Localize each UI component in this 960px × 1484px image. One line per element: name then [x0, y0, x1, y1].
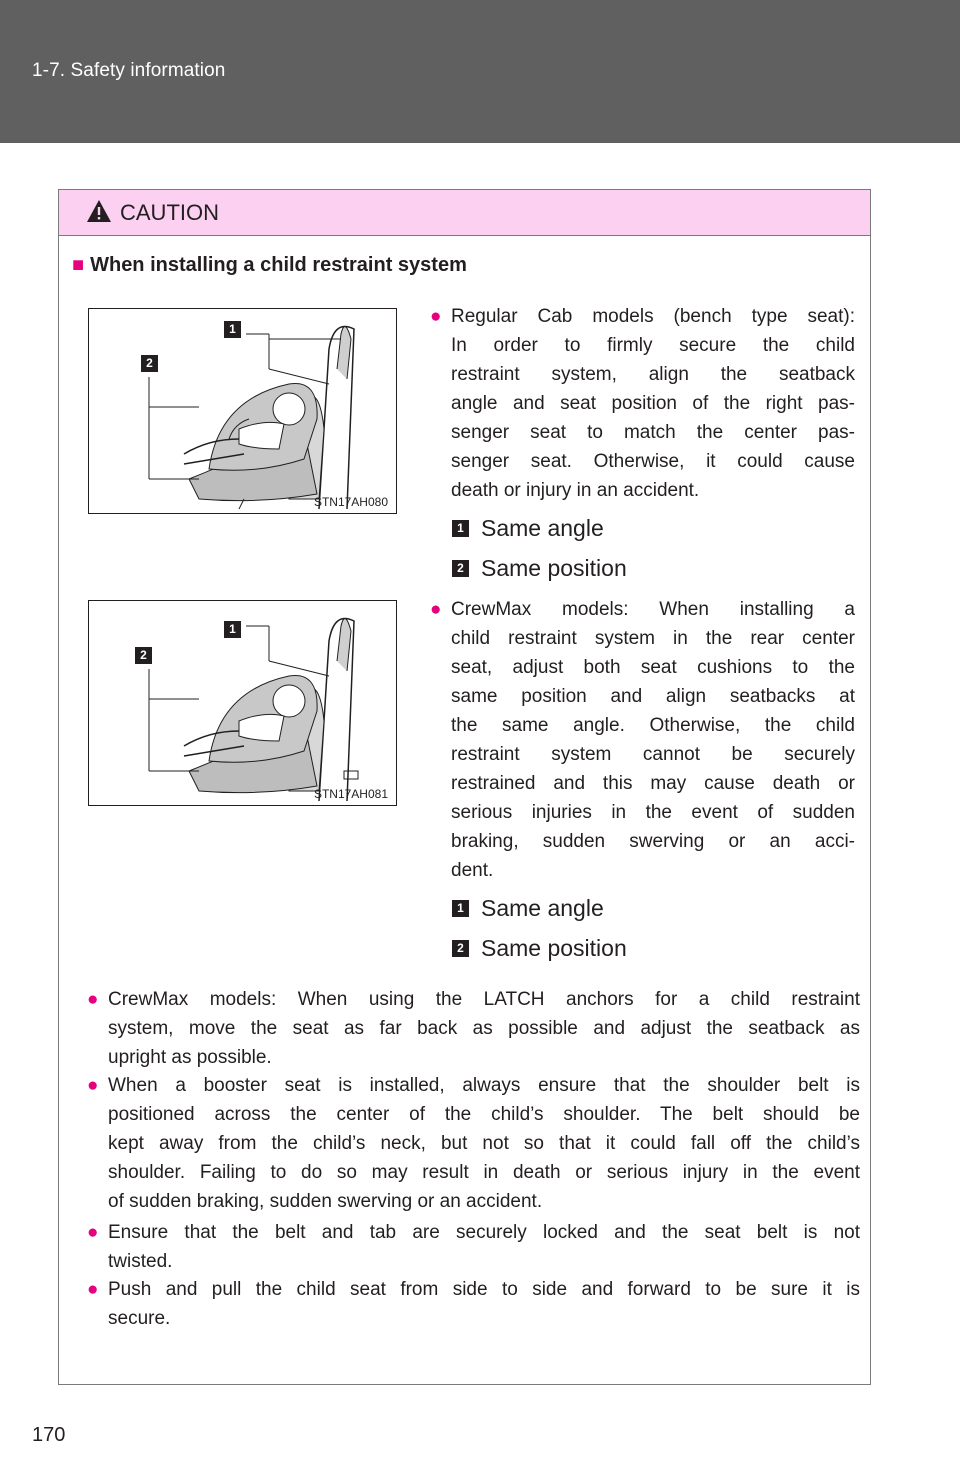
figure-crewmax: 1 2 STN17AH081 — [88, 600, 397, 806]
page-header: 1-7. Safety information — [0, 0, 960, 143]
text-line: When a booster seat is installed, always… — [108, 1075, 860, 1096]
text-line: Regular Cab models (bench type seat): — [451, 306, 855, 327]
bullet-dot-icon: ● — [87, 1279, 99, 1300]
square-marker-icon: ■ — [72, 254, 85, 276]
figure-code: STN17AH080 — [313, 495, 388, 509]
text-line: upright as possible. — [108, 1047, 272, 1068]
bullet-booster-seat: ● When a booster seat is installed, alwa… — [87, 1071, 860, 1216]
text-line: CrewMax models: When installing a — [451, 599, 855, 620]
caution-title: CAUTION — [120, 200, 219, 225]
text-line: the same angle. Otherwise, the child — [451, 715, 855, 736]
figure-badge-2: 2 — [135, 647, 152, 664]
text-line: restraint system, align the seatback — [451, 364, 855, 385]
figure-code: STN17AH081 — [313, 787, 388, 801]
text-line: dent. — [451, 860, 494, 881]
child-seat-illustration — [148, 617, 359, 802]
bullet-dot-icon: ● — [87, 989, 99, 1010]
text-line: CrewMax models: When using the LATCH anc… — [108, 989, 860, 1010]
text-line: restrained and this may cause death or — [451, 773, 855, 794]
text-line: restraint system cannot be securely — [451, 744, 855, 765]
section-heading: ■When installing a child restraint syste… — [72, 254, 467, 277]
text-line: positioned across the center of the chil… — [108, 1104, 860, 1125]
text-line: serious injuries in the event of sudden — [451, 802, 855, 823]
label-text: Same angle — [481, 895, 604, 921]
label-badge: 2 — [452, 560, 469, 577]
text-line: same position and align seatbacks at — [451, 686, 855, 707]
section-title: 1-7. Safety information — [32, 60, 226, 81]
label-text: Same position — [481, 555, 627, 581]
label-badge: 1 — [452, 520, 469, 537]
caution-box: CAUTION ■When installing a child restrai… — [58, 189, 871, 1385]
text-line: Ensure that the belt and tab are securel… — [108, 1222, 860, 1243]
figure-badge-1: 1 — [224, 321, 241, 338]
text-line: child restraint system in the rear cente… — [451, 628, 855, 649]
bullet-dot-icon: ● — [430, 599, 442, 620]
section-heading-text: When installing a child restraint system — [90, 254, 467, 276]
label-badge: 2 — [452, 940, 469, 957]
regular-cab-paragraph: ● Regular Cab models (bench type seat): … — [430, 302, 855, 505]
text-line: death or injury in an accident. — [451, 480, 700, 501]
label-badge: 1 — [452, 900, 469, 917]
page-number: 170 — [32, 1424, 66, 1446]
bullet-dot-icon: ● — [430, 306, 442, 327]
text-line: braking, sudden swerving or an acci- — [451, 831, 855, 852]
label-text: Same angle — [481, 515, 604, 541]
text-line: senger seat. Otherwise, it could cause — [451, 451, 855, 472]
text-line: In order to firmly secure the child — [451, 335, 855, 356]
figure-badge-1: 1 — [224, 621, 241, 638]
caution-header: CAUTION — [59, 190, 870, 236]
bullet-dot-icon: ● — [87, 1222, 99, 1243]
crewmax-paragraph: ● CrewMax models: When installing a chil… — [430, 595, 855, 885]
text-line: Push and pull the child seat from side t… — [108, 1279, 860, 1300]
text-line: kept away from the child’s neck, but not… — [108, 1133, 860, 1154]
figure-badge-2: 2 — [141, 355, 158, 372]
label-text: Same position — [481, 935, 627, 961]
bullet-belt-locked: ● Ensure that the belt and tab are secur… — [87, 1218, 860, 1276]
text-line: secure. — [108, 1308, 171, 1329]
text-line: system, move the seat as far back as pos… — [108, 1018, 860, 1039]
text-line: angle and seat position of the right pas… — [451, 393, 855, 414]
figure-regular-cab: 1 2 STN17AH080 — [88, 308, 397, 514]
text-line: shoulder. Failing to do so may result in… — [108, 1162, 860, 1183]
bullet-dot-icon: ● — [87, 1075, 99, 1096]
text-line: senger seat to match the center pas- — [451, 422, 855, 443]
warning-triangle-icon — [87, 200, 111, 222]
text-line: twisted. — [108, 1251, 173, 1272]
text-line: seat, adjust both seat cushions to the — [451, 657, 855, 678]
bullet-latch: ● CrewMax models: When using the LATCH a… — [87, 985, 860, 1072]
child-seat-illustration — [148, 325, 355, 510]
bullet-push-pull: ● Push and pull the child seat from side… — [87, 1275, 860, 1333]
text-line: of sudden braking, sudden swerving or an… — [108, 1191, 543, 1212]
